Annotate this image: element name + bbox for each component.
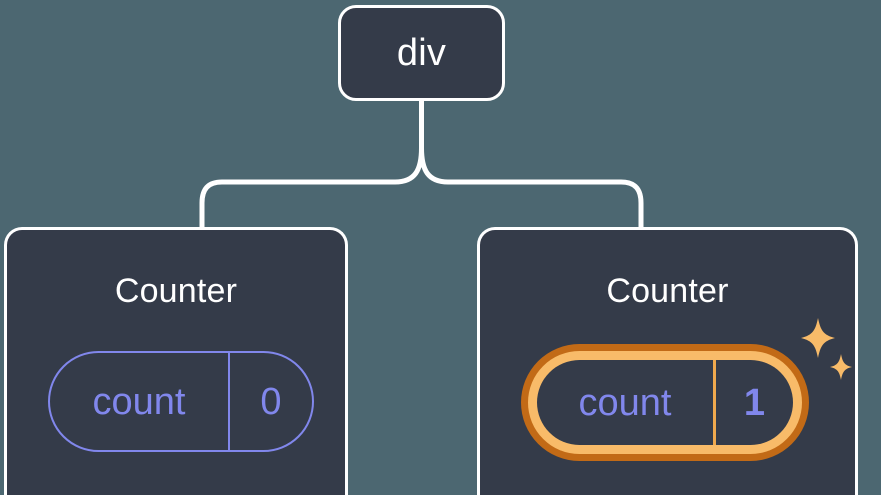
sparkle-large-icon — [801, 318, 835, 358]
state-pill-right[interactable]: count 1 — [521, 344, 809, 461]
sparkle-group — [801, 318, 852, 380]
state-pill-left-body: count 0 — [48, 351, 314, 452]
node-root-div[interactable]: div — [338, 5, 505, 101]
connector-branch-right — [419, 145, 644, 230]
node-counter-right-label: Counter — [606, 272, 729, 310]
state-pill-right-body: count 1 — [537, 360, 793, 445]
state-pill-left[interactable]: count 0 — [48, 351, 314, 452]
node-counter-left-label: Counter — [114, 272, 238, 310]
state-value-right: 1 — [743, 381, 766, 424]
state-value-left: 0 — [260, 380, 282, 423]
state-key-left: count — [50, 353, 230, 450]
sparkle-small-icon — [830, 354, 852, 380]
node-counter-left[interactable]: Counter count 0 — [4, 227, 348, 495]
state-pill-right-highlight-ring: count 1 — [521, 344, 809, 461]
state-key-right: count — [537, 360, 716, 445]
state-pill-right-inner-ring: count 1 — [528, 351, 802, 454]
node-root-label: div — [396, 32, 447, 74]
connector-branch-left — [199, 145, 424, 230]
node-counter-right[interactable]: Counter count 1 — [477, 227, 858, 495]
